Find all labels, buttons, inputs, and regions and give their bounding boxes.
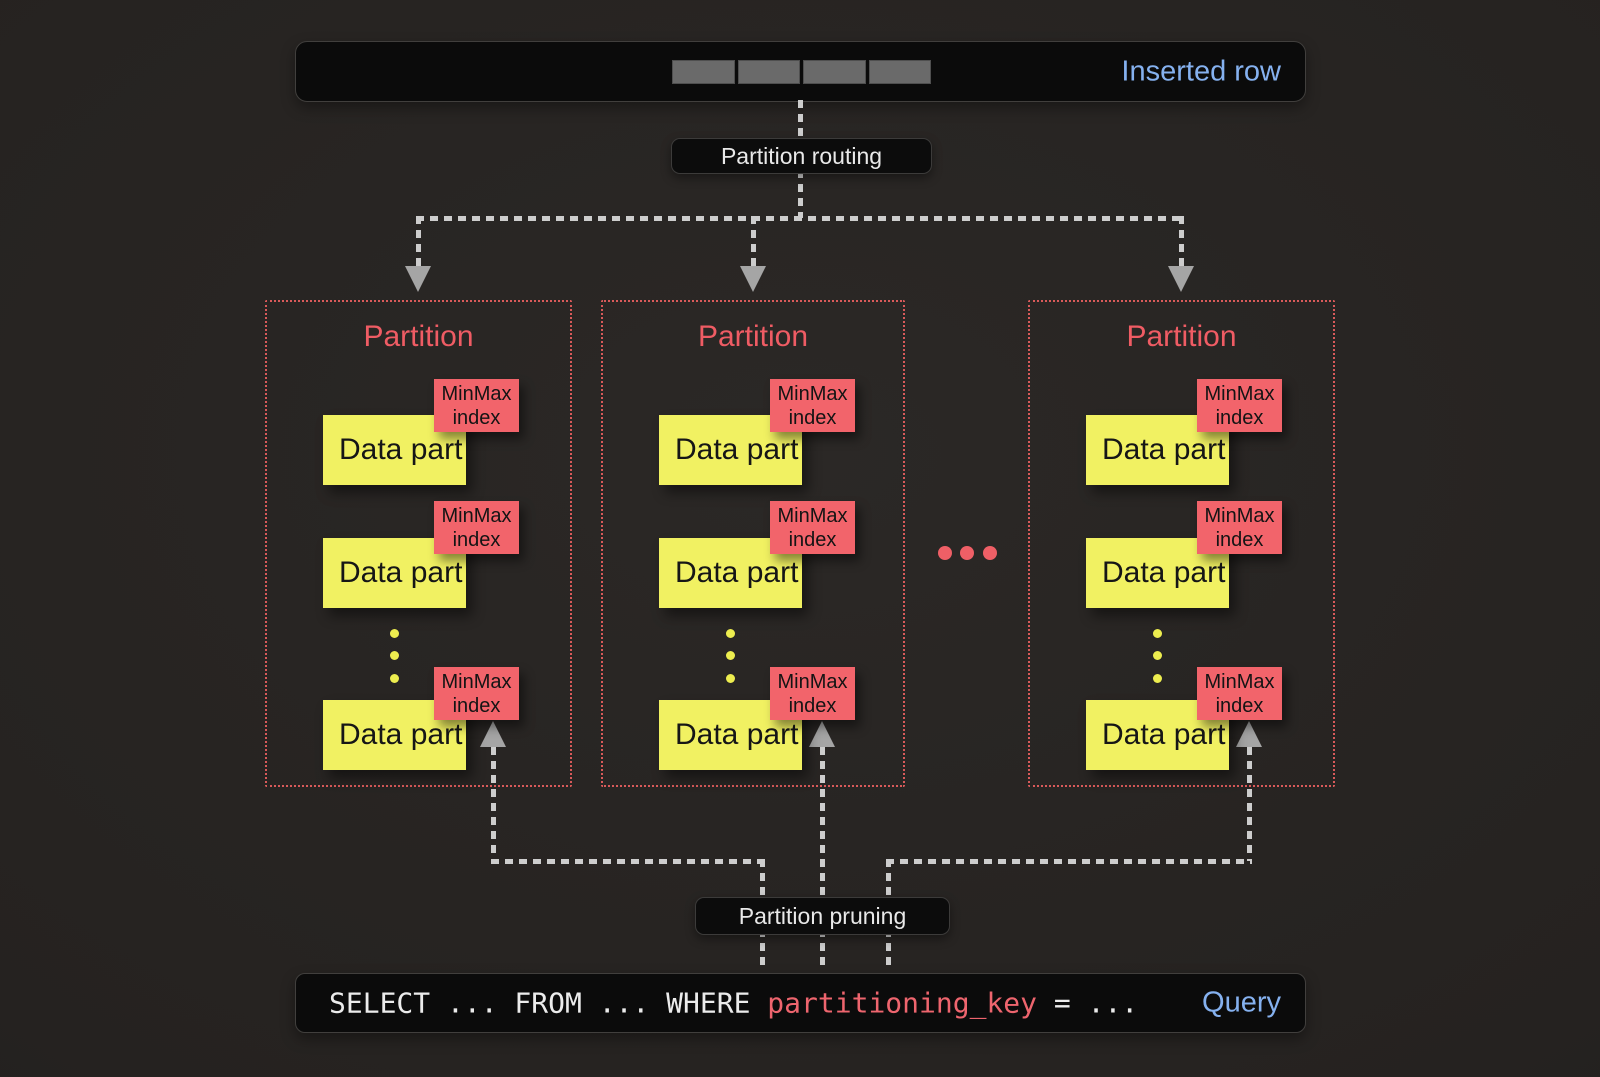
more-partitions-dot <box>983 546 997 560</box>
inserted-row-box: Inserted row <box>295 41 1306 102</box>
minmax-index-box: MinMax index <box>1197 379 1282 432</box>
minmax-index-box: MinMax index <box>434 501 519 554</box>
data-part-box: Data part <box>1086 415 1229 485</box>
query-label: Query <box>1202 986 1281 1019</box>
pruning-line-left-up <box>491 747 496 861</box>
query-box: SELECT ... FROM ... WHERE partitioning_k… <box>295 973 1306 1033</box>
more-parts-dot <box>1153 674 1162 683</box>
data-part-box: Data part <box>323 700 466 770</box>
more-parts-dot <box>390 651 399 660</box>
query-code-segment: SELECT ... FROM ... WHERE <box>329 986 768 1020</box>
row-segment <box>868 60 931 84</box>
more-parts-dot <box>726 629 735 638</box>
query-code-segment: = ... <box>1037 986 1139 1020</box>
arrow-down-icon <box>1168 266 1194 292</box>
minmax-index-box: MinMax index <box>770 501 855 554</box>
more-partitions-dot <box>938 546 952 560</box>
partition-box-3: Partition MinMax index Data part MinMax … <box>1028 300 1335 787</box>
arrow-up-icon <box>809 721 835 747</box>
pruning-line-left-horizontal <box>491 859 765 864</box>
pruning-line-right-up <box>1247 747 1252 861</box>
more-parts-dot <box>726 651 735 660</box>
row-segment <box>737 60 800 84</box>
more-parts-dot <box>390 629 399 638</box>
row-segment <box>672 60 735 84</box>
pruning-line-right-horizontal <box>886 859 1252 864</box>
minmax-index-box: MinMax index <box>434 379 519 432</box>
partition-box-1: Partition MinMax index Data part MinMax … <box>265 300 572 787</box>
branch-stub-right <box>1179 216 1184 266</box>
more-parts-dot <box>390 674 399 683</box>
partition-title: Partition <box>363 320 474 353</box>
branch-stub-left <box>416 216 421 266</box>
partition-routing-label-text: Partition routing <box>720 142 883 169</box>
minmax-index-box: MinMax index <box>1197 501 1282 554</box>
arrow-down-icon <box>405 266 431 292</box>
minmax-index-box: MinMax index <box>770 667 855 720</box>
minmax-index-box: MinMax index <box>770 379 855 432</box>
partition-pruning-label: Partition pruning <box>695 897 950 935</box>
row-segments <box>672 60 931 84</box>
query-code-partitioning-key: partitioning_key <box>767 986 1038 1020</box>
partition-routing-label: Partition routing <box>671 138 932 174</box>
minmax-index-box: MinMax index <box>1197 667 1282 720</box>
partition-title: Partition <box>1126 320 1237 353</box>
row-segment <box>803 60 866 84</box>
partition-box-2: Partition MinMax index Data part MinMax … <box>601 300 905 787</box>
partition-title: Partition <box>697 320 809 353</box>
arrow-down-icon <box>740 266 766 292</box>
arrow-up-icon <box>480 721 506 747</box>
branch-stub-middle <box>751 216 756 266</box>
inserted-row-label: Inserted row <box>1121 55 1281 87</box>
more-parts-dot <box>1153 629 1162 638</box>
minmax-index-box: MinMax index <box>434 667 519 720</box>
partition-pruning-label-text: Partition pruning <box>738 902 907 929</box>
more-partitions-dot <box>960 546 974 560</box>
more-parts-dot <box>1153 651 1162 660</box>
query-code: SELECT ... FROM ... WHERE partitioning_k… <box>329 987 1138 1020</box>
pruning-line-middle <box>820 747 825 969</box>
routing-branch-line <box>416 216 1183 221</box>
arrow-up-icon <box>1236 721 1262 747</box>
more-parts-dot <box>726 674 735 683</box>
